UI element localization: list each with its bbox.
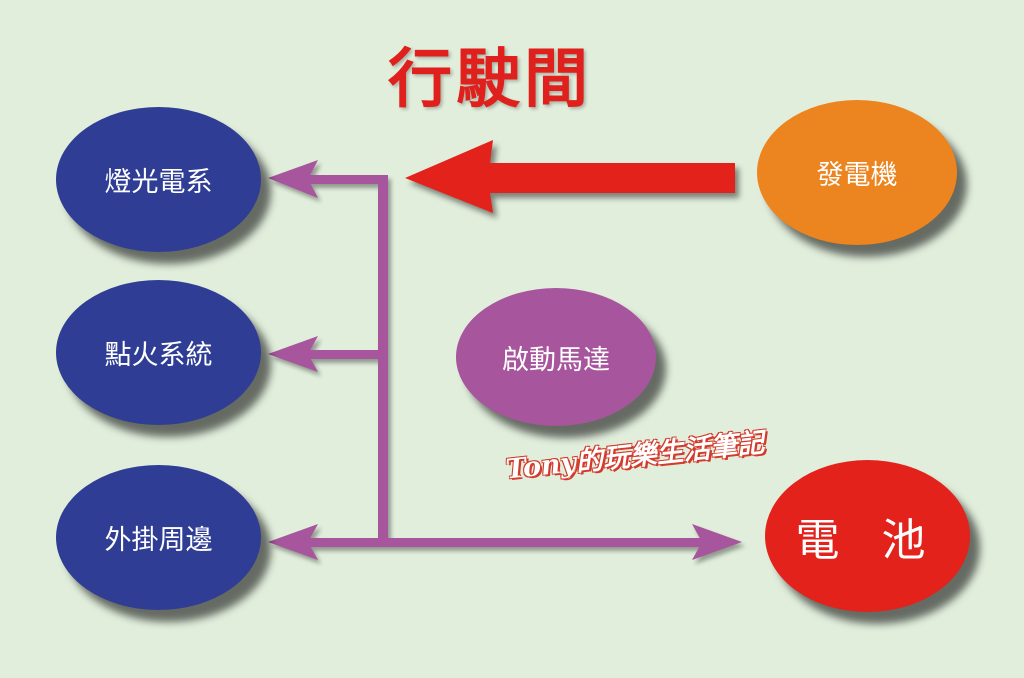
distribution-bus — [268, 160, 742, 560]
node-lighting-system: 燈光電系 — [56, 107, 261, 252]
arrowhead-ignition — [268, 336, 318, 372]
arrowhead-battery — [692, 524, 742, 560]
node-accessories: 外掛周邊 — [56, 465, 261, 610]
bus-bottom-line — [298, 538, 710, 547]
bus-to-lighting-line — [298, 175, 388, 184]
diagram-title: 行駛間 — [388, 43, 592, 117]
node-starter-motor: 啟動馬達 — [456, 288, 656, 426]
bus-vertical-line — [378, 175, 388, 547]
bus-to-ignition-line — [298, 350, 388, 359]
node-ignition-system: 點火系統 — [56, 280, 261, 425]
arrowhead-accessories — [268, 524, 318, 560]
node-battery: 電 池 — [765, 460, 970, 612]
arrowhead-lighting — [268, 160, 318, 198]
node-generator: 發電機 — [757, 100, 957, 245]
charge-arrow — [405, 140, 735, 213]
